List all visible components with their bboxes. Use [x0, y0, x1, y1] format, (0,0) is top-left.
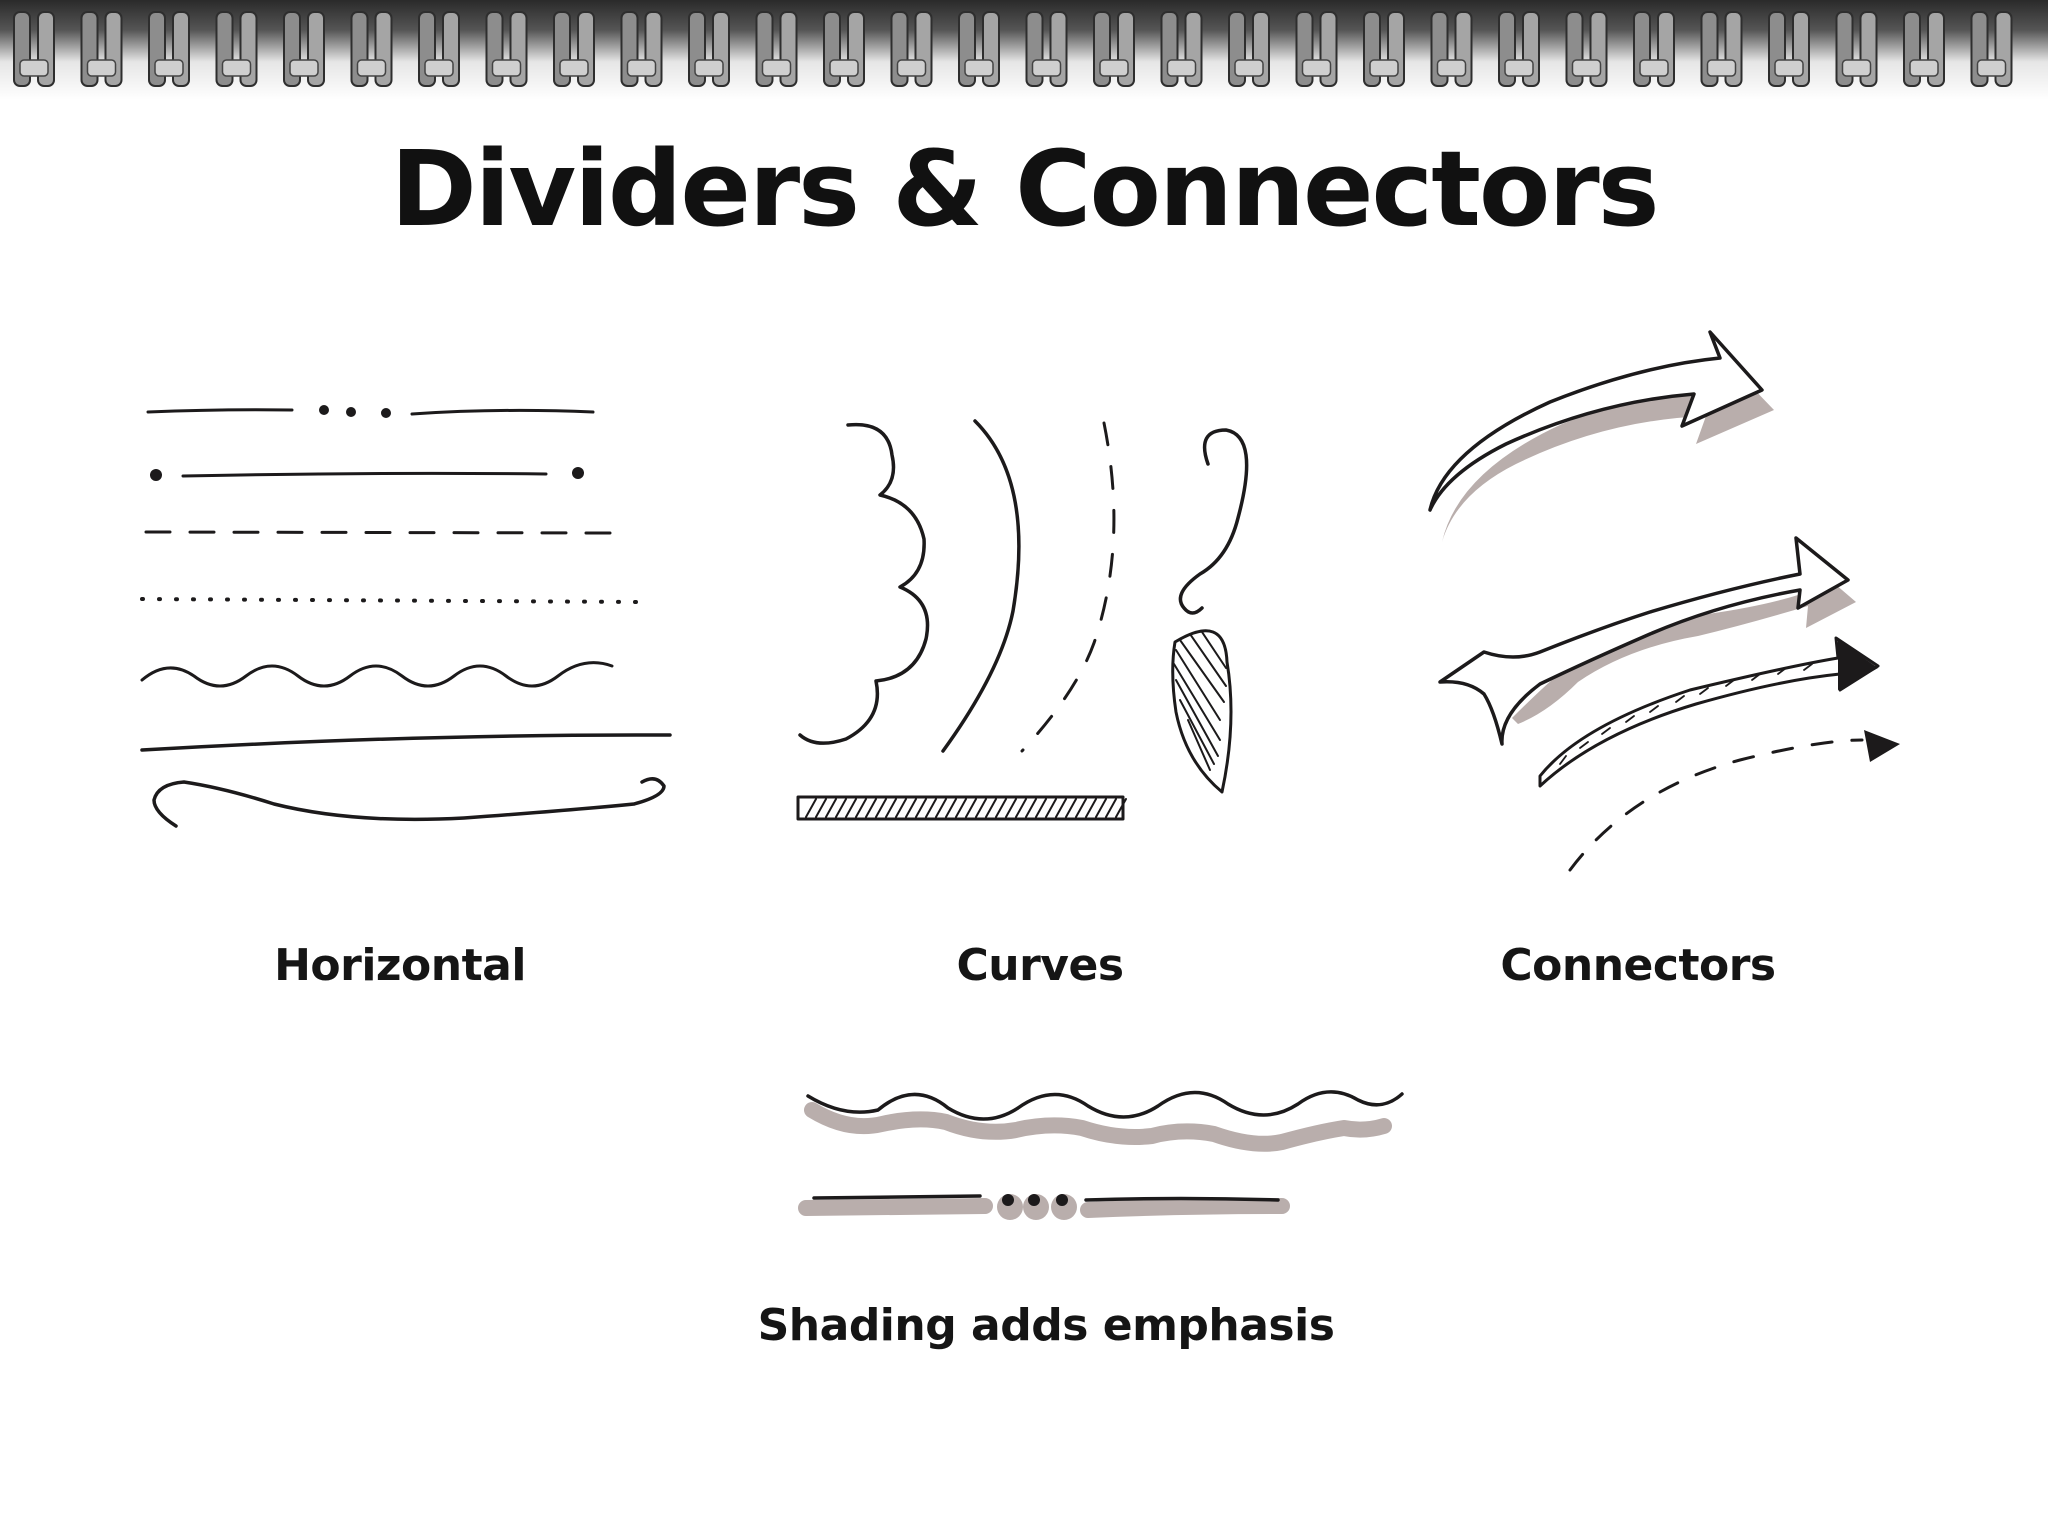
- spiral-coil-icon: [1835, 11, 1878, 87]
- page-title: Dividers & Connectors: [390, 128, 1659, 250]
- horizontal-dividers-icon: [140, 405, 672, 828]
- caption-horizontal: Horizontal: [274, 940, 526, 991]
- spiral-coil-icon: [418, 11, 460, 87]
- spiral-coil-icon: [350, 11, 393, 87]
- spiral-binding: [0, 0, 2048, 100]
- spiral-coil-icon: [620, 11, 663, 87]
- spiral-coil-icon: [13, 11, 55, 87]
- spiral-coil-icon: [1093, 11, 1135, 87]
- connector-arrows-icon: [1428, 330, 1900, 872]
- caption-curves: Curves: [956, 940, 1124, 991]
- spiral-coil-icon: [1430, 11, 1473, 87]
- spiral-coil-icon: [890, 11, 933, 87]
- spiral-coil-icon: [215, 11, 258, 87]
- caption-connectors: Connectors: [1500, 940, 1776, 991]
- spiral-coil-icon: [958, 11, 1000, 87]
- spiral-coil-icon: [1700, 11, 1743, 87]
- shaded-dividers-icon: [798, 1090, 1404, 1220]
- spiral-coil-icon: [1228, 11, 1270, 87]
- caption-shading: Shading adds emphasis: [757, 1300, 1335, 1351]
- spiral-coil-icon: [1633, 11, 1675, 87]
- spiral-coil-icon: [553, 11, 595, 87]
- spiral-coil-icon: [1498, 11, 1540, 87]
- spiral-coil-icon: [148, 11, 190, 87]
- spiral-coil-icon: [755, 11, 798, 87]
- spiral-binding-icon: [13, 11, 2013, 87]
- curve-doodles-icon: [796, 419, 1249, 821]
- spiral-coil-icon: [1768, 11, 1810, 87]
- spiral-coil-icon: [283, 11, 325, 87]
- spiral-coil-icon: [80, 11, 123, 87]
- spiral-coil-icon: [1363, 11, 1405, 87]
- spiral-coil-icon: [823, 11, 865, 87]
- spiral-coil-icon: [1970, 11, 2013, 87]
- spiral-coil-icon: [1160, 11, 1203, 87]
- spiral-coil-icon: [688, 11, 730, 87]
- spiral-coil-icon: [1295, 11, 1338, 87]
- spiral-coil-icon: [1903, 11, 1945, 87]
- spiral-coil-icon: [1025, 11, 1068, 87]
- spiral-coil-icon: [1565, 11, 1608, 87]
- spiral-coil-icon: [485, 11, 528, 87]
